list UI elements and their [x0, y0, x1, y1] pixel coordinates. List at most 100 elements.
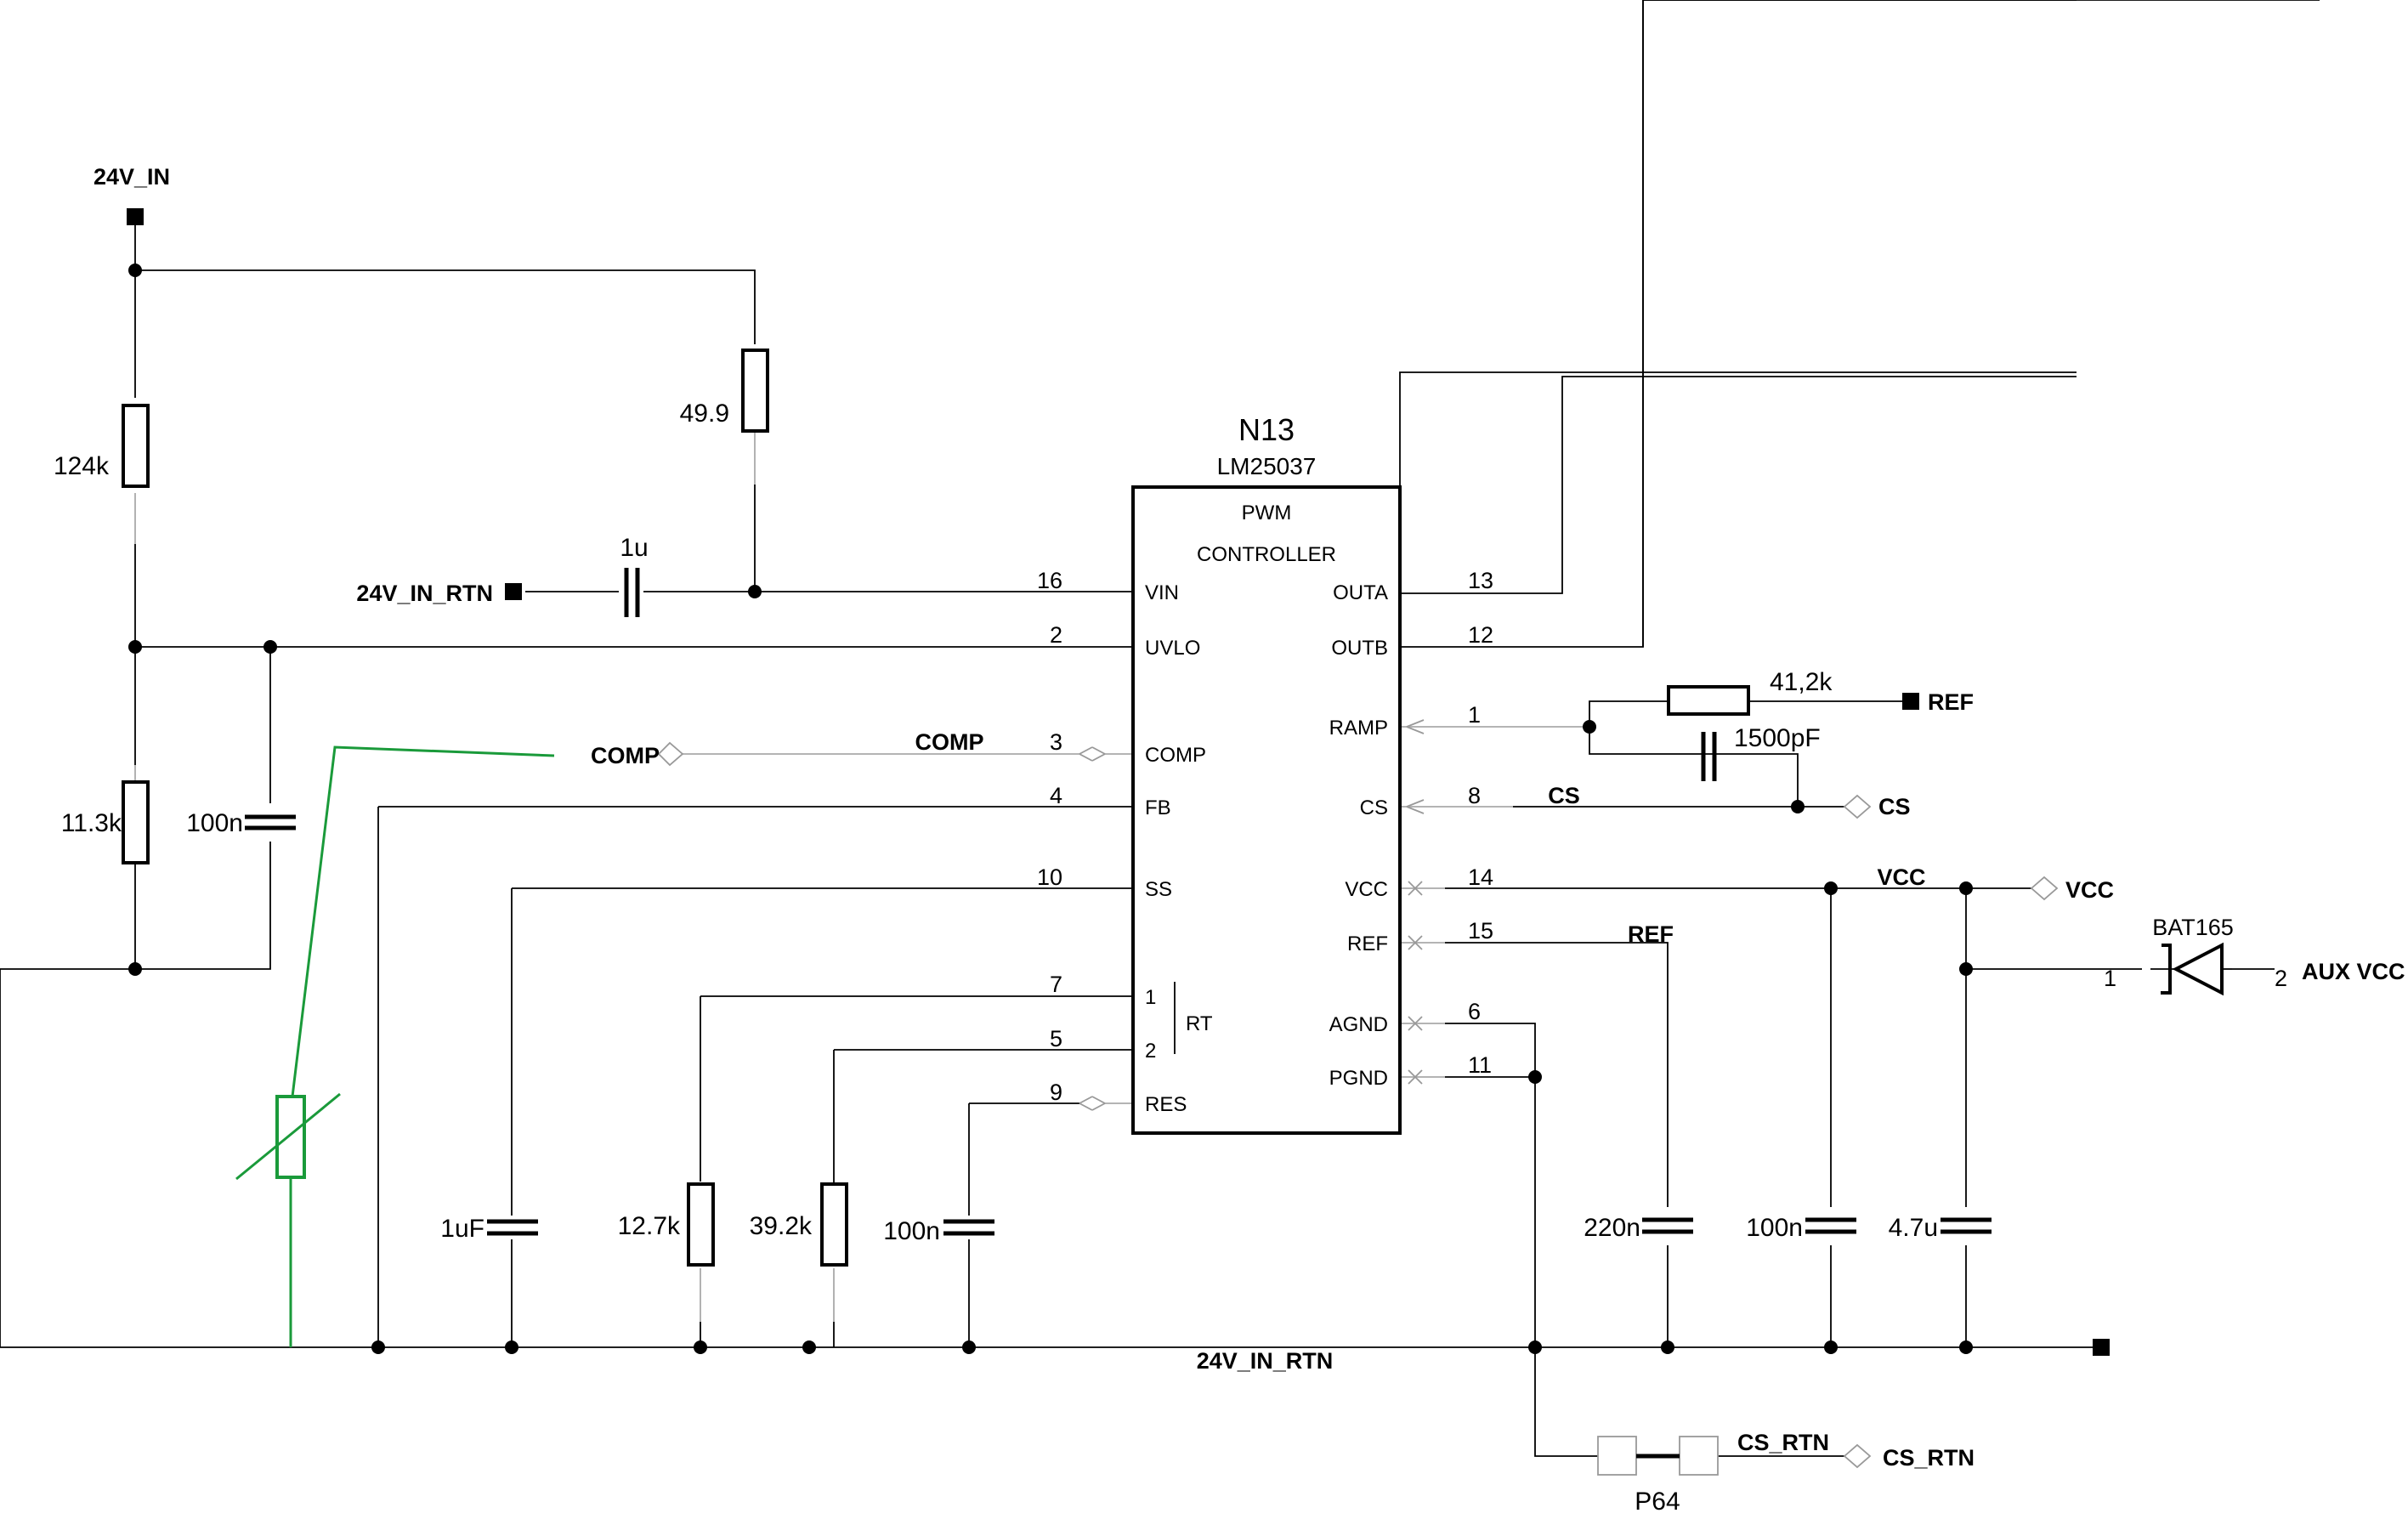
pin-name-agnd: AGND — [1329, 1013, 1388, 1036]
capacitor-1500pf — [1701, 732, 1717, 781]
pin-num-5: 5 — [1050, 1026, 1062, 1051]
label-r-124k: 124k — [54, 452, 110, 480]
junctions — [128, 264, 1973, 1354]
capacitor-1u — [624, 568, 640, 617]
pin-name-pgnd: PGND — [1329, 1067, 1388, 1090]
terminal-24v-in — [127, 208, 144, 225]
terminal-gnd-bus — [2093, 1339, 2110, 1356]
jumper-p64 — [1597, 1436, 1719, 1476]
port-cs — [1843, 794, 1872, 819]
pin-num-15: 15 — [1468, 918, 1493, 944]
net-cs-port: CS — [1878, 794, 1911, 819]
pin-name-cs: CS — [1360, 796, 1388, 819]
capacitor-100n-res — [943, 1219, 994, 1236]
label-c-100n-uvlo: 100n — [186, 809, 243, 837]
net-comp-wire: COMP — [915, 729, 984, 755]
resistor-41-2k — [1667, 685, 1750, 716]
pin-name-uvlo: UVLO — [1145, 637, 1200, 660]
resistor-11-3k — [122, 780, 150, 864]
pin-name-fb: FB — [1145, 796, 1171, 819]
pin-name-outa: OUTA — [1333, 581, 1388, 604]
net-gnd-bus: 24V_IN_RTN — [1197, 1348, 1334, 1374]
resistor-49-9 — [741, 349, 769, 433]
label-c-100n-res: 100n — [883, 1217, 940, 1245]
resistor-124k — [122, 404, 150, 488]
pin-name-ramp: RAMP — [1329, 717, 1388, 740]
port-comp — [657, 741, 684, 767]
label-c-1500pf: 1500pF — [1734, 724, 1821, 752]
pin-name-comp: COMP — [1145, 744, 1206, 767]
net-vcc-wire: VCC — [1877, 864, 1925, 890]
pin-num-14: 14 — [1468, 864, 1493, 890]
pin-name-vcc: VCC — [1345, 878, 1388, 901]
pin-name-res: RES — [1145, 1093, 1187, 1116]
pin-name-rt1: 1 — [1145, 986, 1156, 1009]
label-r-39-2k: 39.2k — [750, 1212, 813, 1240]
pin-name-rt2: 2 — [1145, 1040, 1156, 1063]
net-labels: 24V_IN 24V_IN_RTN COMP COMP CS CS REF VC… — [93, 164, 2405, 1471]
capacitor-100n-uvlo — [245, 814, 296, 830]
label-c-100n-vcc: 100n — [1746, 1214, 1803, 1242]
net-ref-wire: REF — [1628, 921, 1674, 947]
label-r-12-7k: 12.7k — [618, 1212, 681, 1240]
ic-part-number: LM25037 — [1217, 453, 1317, 479]
ic-function-line1: PWM — [1242, 502, 1292, 524]
capacitor-220n — [1642, 1217, 1693, 1234]
capacitor-100n-vcc — [1805, 1217, 1856, 1234]
terminal-ref — [1902, 693, 1919, 710]
diode-cathode-bar — [2161, 944, 2172, 995]
diode-triangle — [2172, 942, 2224, 996]
label-jumper: P64 — [1635, 1488, 1680, 1516]
label-c-220n: 220n — [1584, 1214, 1640, 1242]
ic-function-line2: CONTROLLER — [1197, 543, 1336, 566]
label-diode-pin2: 2 — [2275, 966, 2287, 991]
net-cs-wire: CS — [1548, 783, 1580, 808]
pin-num-8: 8 — [1468, 783, 1481, 808]
capacitor-1uf — [487, 1219, 538, 1236]
component-labels: 124k 49.9 1u 11.3k 100n 1uF 12.7k 39.2k … — [54, 400, 2287, 1516]
net-vcc-port: VCC — [2065, 877, 2114, 903]
terminal-24v-in-rtn — [505, 583, 522, 600]
net-cs-rtn-port: CS_RTN — [1883, 1445, 1975, 1471]
capacitors — [245, 568, 1992, 1236]
green-overlay-thermistor — [235, 745, 555, 1347]
ic-n13: N13 LM25037 PWM CONTROLLER RT VIN UVLO C… — [1037, 412, 1493, 1135]
pin-num-3: 3 — [1050, 729, 1062, 755]
pin-name-ss: SS — [1145, 878, 1172, 901]
ports — [127, 208, 2110, 1469]
resistor-39-2k — [820, 1182, 848, 1267]
pin-num-10: 10 — [1037, 864, 1062, 890]
label-diode: BAT165 — [2152, 915, 2234, 940]
pin-name-outb: OUTB — [1331, 637, 1388, 660]
net-comp-port: COMP — [591, 743, 660, 768]
port-vcc — [2030, 876, 2059, 901]
label-r-41-2k: 41,2k — [1770, 668, 1833, 696]
ic-designator: N13 — [1238, 412, 1295, 447]
net-24v-in-rtn: 24V_IN_RTN — [356, 581, 493, 606]
ic-body — [1131, 485, 1402, 1135]
pin-num-1: 1 — [1468, 702, 1481, 728]
pin-markers — [1079, 719, 1425, 1111]
net-aux-vcc: AUX VCC — [2302, 959, 2405, 984]
label-c-1uf: 1uF — [440, 1215, 484, 1243]
pin-name-vin: VIN — [1145, 581, 1179, 604]
pin-num-7: 7 — [1050, 972, 1062, 997]
label-c-1u: 1u — [620, 534, 648, 562]
label-r-11-3k: 11.3k — [61, 809, 122, 837]
diode-bat165 — [2150, 942, 2232, 996]
ic-rt-label: RT — [1186, 1012, 1213, 1035]
resistor-12-7k — [687, 1182, 715, 1267]
pin-num-6: 6 — [1468, 999, 1481, 1024]
pin-num-9: 9 — [1050, 1080, 1062, 1105]
pin-num-16: 16 — [1037, 568, 1062, 593]
pin-num-4: 4 — [1050, 783, 1062, 808]
port-cs-rtn — [1843, 1443, 1872, 1469]
pin-num-11: 11 — [1468, 1052, 1492, 1078]
wires — [0, 0, 2320, 1457]
net-ref-port: REF — [1928, 689, 1974, 715]
pin-num-2: 2 — [1050, 622, 1062, 648]
pin-num-12: 12 — [1468, 622, 1493, 648]
net-24v-in: 24V_IN — [93, 164, 170, 190]
net-cs-rtn-wire: CS_RTN — [1737, 1430, 1829, 1455]
